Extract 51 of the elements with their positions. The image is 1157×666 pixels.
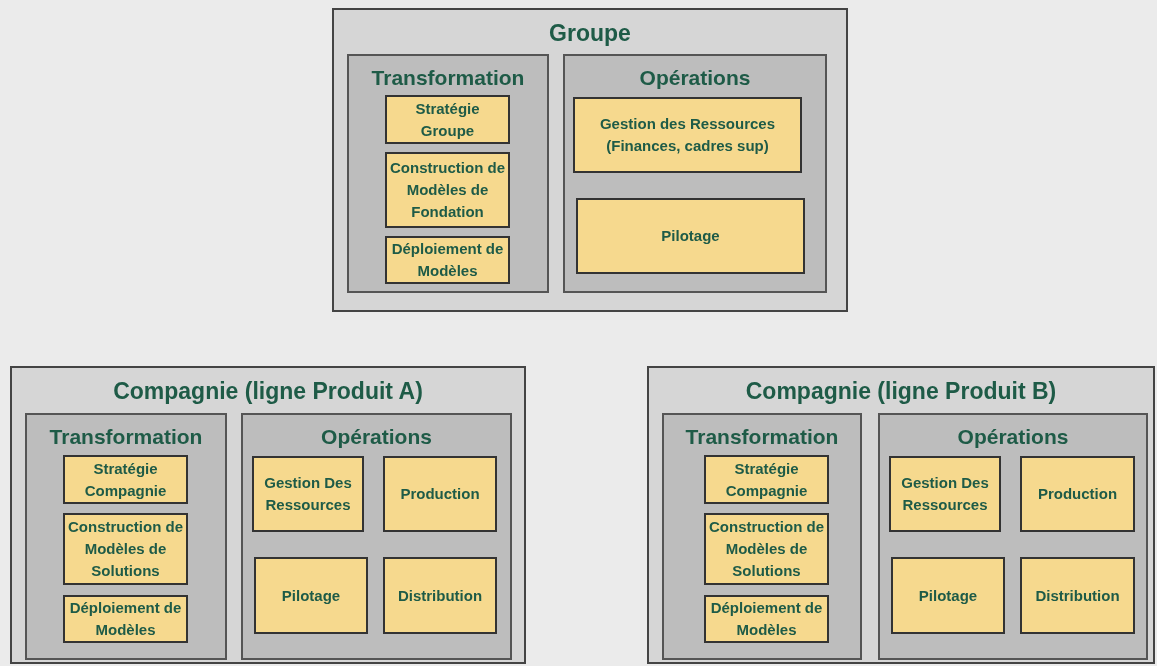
function-box [383,557,497,634]
panel-title: Opérations [956,424,1070,450]
function-label: Déploiement de Modèles [68,598,183,640]
function-label: Gestion Des Ressources [263,473,353,515]
function-label: Pilotage [281,585,341,606]
function-box [383,456,497,532]
container-title: Compagnie (ligne Produit A) [112,377,424,406]
container-title: Compagnie (ligne Produit B) [744,377,1058,406]
function-label: Pilotage [661,226,720,247]
panel-box [563,54,827,293]
function-box [63,455,188,504]
function-label: Déploiement de Modèles [390,239,505,281]
panel-title: Transformation [684,424,840,450]
function-box [1020,456,1135,532]
function-label: Gestion des Ressources (Finances, cadres sup) [598,114,777,156]
function-label: Construction de Modèles de Solutions [67,517,184,581]
function-box [254,557,368,634]
function-box [385,95,510,144]
panel-title: Opérations [638,65,752,91]
panel-title: Transformation [48,424,204,450]
panel-box [25,413,227,660]
function-label: Pilotage [918,585,978,606]
group-container [332,8,848,312]
function-label: Distribution [1035,585,1120,606]
function-box [704,455,829,504]
panel-box [878,413,1148,660]
panel-title: Transformation [370,65,526,91]
function-box [889,456,1001,532]
function-label: Déploiement de Modèles [709,598,824,640]
function-label: Construction de Modèles de Solutions [708,517,825,581]
panel-box [347,54,549,293]
function-label: Production [1037,484,1118,505]
function-label: Stratégie Compagnie [83,458,168,501]
group-container [10,366,526,664]
function-label: Gestion Des Ressources [900,473,990,515]
panel-title: Opérations [320,424,433,450]
function-label: Production [400,484,480,505]
function-label: Stratégie Groupe [414,98,481,141]
container-title: Groupe [548,19,632,48]
function-box [573,97,802,173]
function-label: Construction de Modèles de Fondation [389,158,506,222]
panel-box [241,413,512,660]
group-container [647,366,1155,664]
function-label: Distribution [397,585,483,606]
function-box [385,152,510,228]
function-box [252,456,364,532]
function-label: Stratégie Compagnie [724,458,809,501]
function-box [576,198,805,274]
panel-box [662,413,862,660]
function-box [891,557,1005,634]
function-box [1020,557,1135,634]
